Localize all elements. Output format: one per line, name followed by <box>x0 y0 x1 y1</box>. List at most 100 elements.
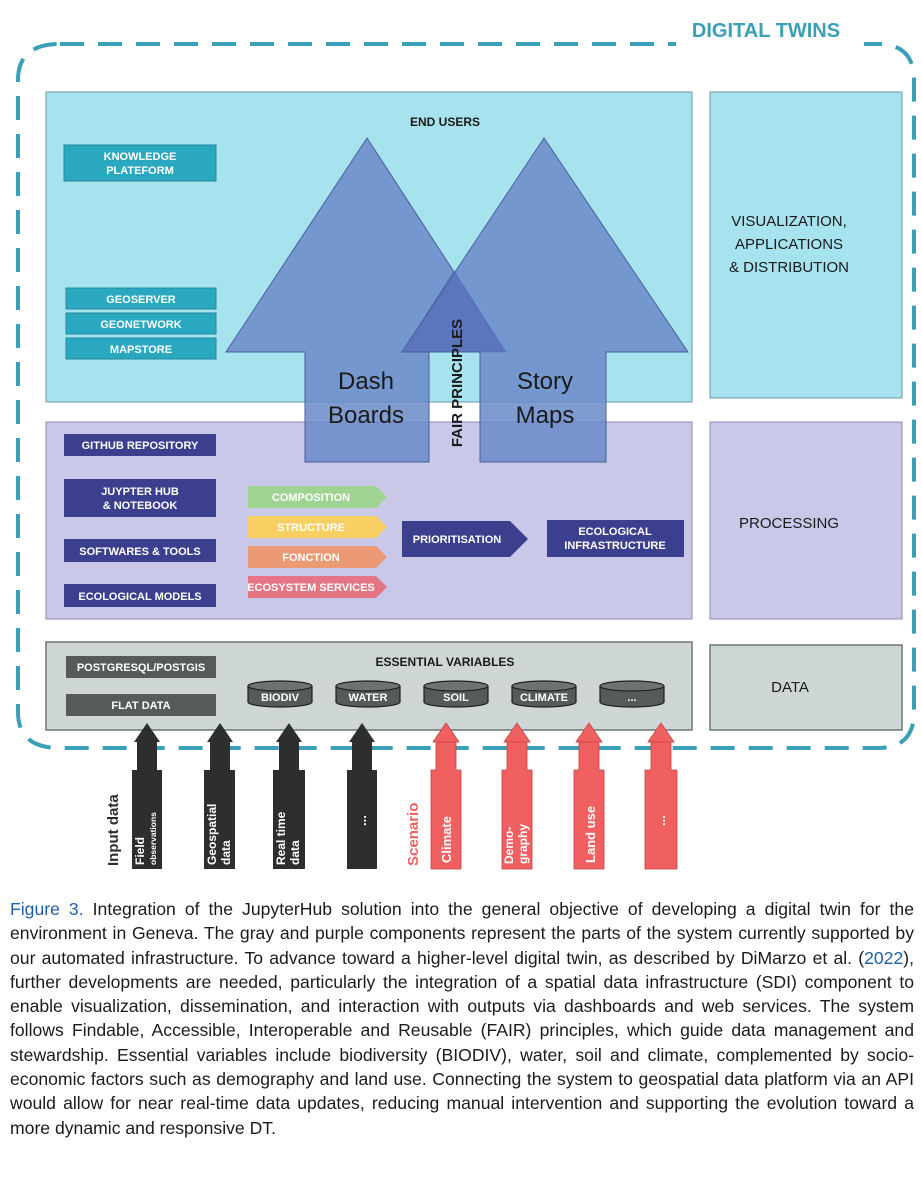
more-cylinder-label: ... <box>627 692 636 704</box>
mapstore-label: MAPSTORE <box>110 344 172 356</box>
visualization-label-2: APPLICATIONS <box>735 236 843 253</box>
postgres-label: POSTGRESQL/POSTGIS <box>77 662 205 674</box>
knowledge-platform-label-2: PLATEFORM <box>106 165 174 177</box>
scenario-arrow-3-head <box>575 722 603 743</box>
eco-infra-box <box>547 520 684 557</box>
input-arrow-4 <box>347 742 377 869</box>
biodiv-label: BIODIV <box>261 692 300 704</box>
input-data-label: Input data <box>105 794 122 866</box>
storymaps-label-2: Maps <box>516 402 575 429</box>
cylinder-climate: CLIMATE <box>511 680 577 708</box>
flatdata-label: FLAT DATA <box>111 700 170 712</box>
figure-label: Figure 3. <box>10 899 84 919</box>
caption-text-2: ), further developments are needed, part… <box>10 947 914 1138</box>
visualization-panel <box>709 91 903 399</box>
dashboards-arrow <box>225 137 507 463</box>
input-3-label-2: data <box>288 840 302 865</box>
input-3-label-1: Real time <box>274 811 288 865</box>
geonetwork-label: GEONETWORK <box>100 319 181 331</box>
scenario-arrow-4-head <box>647 722 675 743</box>
input-arrow-3-head <box>276 723 302 742</box>
jupyter-box <box>64 479 216 517</box>
composition-label: COMPOSITION <box>272 492 350 504</box>
input-arrow-2-head <box>207 723 233 742</box>
input-1-label-2: observations <box>148 812 158 865</box>
geoserver-label: GEOSERVER <box>106 294 176 306</box>
digital-twin-diagram: DIGITAL TWINS END USERS ESSENTIAL VARIAB… <box>16 20 916 870</box>
input-2-label-2: data <box>219 840 233 865</box>
figure-caption: Figure 3. Integration of the JupyterHub … <box>10 897 914 1140</box>
citation-year-link[interactable]: 2022 <box>864 947 904 968</box>
digital-twins-title: DIGITAL TWINS <box>692 20 840 42</box>
cylinder-more: ... <box>599 680 665 708</box>
storymaps-arrow <box>401 137 689 463</box>
models-label: ECOLOGICAL MODELS <box>78 591 201 603</box>
fair-principles-label: FAIR PRINCIPLES <box>449 319 466 447</box>
input-2-label-1: Geospatial <box>205 804 219 865</box>
prioritisation-arrow <box>402 521 528 557</box>
essential-variables-title: ESSENTIAL VARIABLES <box>376 655 515 669</box>
input-arrow-3 <box>273 742 305 869</box>
caption-text-1: Integration of the JupyterHub solution i… <box>10 899 914 968</box>
postgres-box <box>66 656 216 678</box>
scenario-label: Scenario <box>405 803 422 866</box>
fonction-chevron <box>248 546 387 568</box>
input-arrow-2 <box>204 742 235 869</box>
softwares-label: SOFTWARES & TOOLS <box>79 546 200 558</box>
input-4-label: ... <box>354 815 369 826</box>
climate-label: CLIMATE <box>520 692 568 704</box>
visualization-label-3: & DISTRIBUTION <box>729 259 849 276</box>
processing-label: PROCESSING <box>739 515 839 532</box>
scenario-arrow-1 <box>430 741 462 870</box>
github-label: GITHUB REPOSITORY <box>82 440 199 452</box>
cylinder-biodiv: BIODIV <box>247 680 313 708</box>
processing-side-panel <box>709 421 903 620</box>
jupyter-label-1: JUYPTER HUB <box>101 486 179 498</box>
geonetwork-box <box>65 312 217 335</box>
jupyter-label-2: & NOTEBOOK <box>103 500 178 512</box>
digital-twins-frame <box>16 42 916 750</box>
fonction-label: FONCTION <box>282 552 339 564</box>
models-box <box>64 584 216 607</box>
end-users-title: END USERS <box>410 115 480 129</box>
scenario-arrow-4 <box>644 741 678 870</box>
softwares-box <box>64 539 216 562</box>
prioritisation-label: PRIORITISATION <box>413 534 501 546</box>
dashboards-label-1: Dash <box>338 368 394 395</box>
input-1-label-1: Field <box>133 837 147 865</box>
mapstore-box <box>65 337 217 360</box>
data-side-panel <box>709 644 903 731</box>
knowledge-platform-box <box>63 144 217 182</box>
flatdata-box <box>66 694 216 716</box>
structure-chevron <box>248 516 387 538</box>
dashboards-label-2: Boards <box>328 402 404 429</box>
scenario-1-label: Climate <box>439 816 454 863</box>
fair-overlap <box>402 270 506 352</box>
scenario-arrows <box>430 722 678 870</box>
scenario-2-label-2: graphy <box>516 824 530 864</box>
ecosystem-services-chevron <box>248 576 387 598</box>
eco-infra-label-2: INFRASTRUCTURE <box>564 540 665 552</box>
cylinder-soil: SOIL <box>423 680 489 708</box>
composition-chevron <box>248 486 387 508</box>
scenario-3-label: Land use <box>583 806 598 863</box>
ecosystem-services-label: ECOSYSTEM SERVICES <box>247 582 375 594</box>
eco-infra-label-1: ECOLOGICAL <box>578 526 652 538</box>
cylinder-water: WATER <box>335 680 401 708</box>
github-box <box>64 434 216 456</box>
input-arrow-4-head <box>349 723 375 742</box>
input-arrows <box>132 723 377 869</box>
geoserver-box <box>65 287 217 310</box>
input-arrow-1 <box>132 742 162 869</box>
scenario-arrow-2 <box>501 741 533 870</box>
water-label: WATER <box>349 692 388 704</box>
structure-label: STRUCTURE <box>277 522 345 534</box>
knowledge-platform-label-1: KNOWLEDGE <box>104 151 177 163</box>
scenario-arrow-3 <box>573 741 605 870</box>
storymaps-label-1: Story <box>517 368 573 395</box>
data-label: DATA <box>771 679 809 696</box>
scenario-2-label-1: Demo- <box>502 827 516 864</box>
soil-label: SOIL <box>443 692 469 704</box>
scenario-arrow-1-head <box>432 722 460 743</box>
scenario-4-label: ... <box>653 815 668 826</box>
